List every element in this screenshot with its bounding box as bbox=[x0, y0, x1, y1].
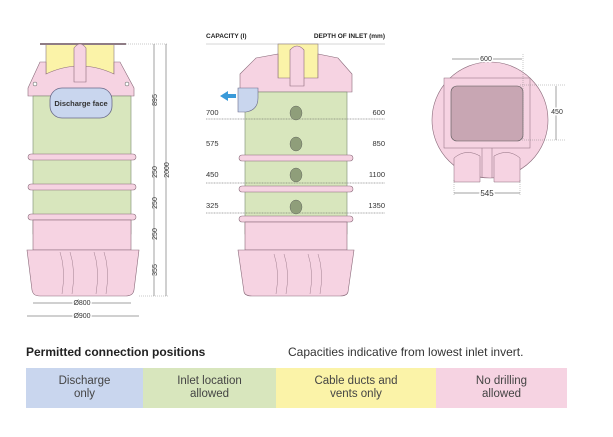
row-depth: 1350 bbox=[368, 201, 385, 210]
inlet-row: 575 850 bbox=[206, 136, 385, 152]
side-base bbox=[26, 249, 140, 297]
dim-total-height: 2000 bbox=[164, 162, 171, 178]
legend-label-line2: allowed bbox=[189, 388, 229, 400]
dim-ring-1: 250 bbox=[152, 166, 159, 178]
legend-label-line1: Discharge bbox=[58, 375, 111, 387]
row-capacity: 450 bbox=[206, 170, 219, 179]
row-depth: 850 bbox=[372, 139, 385, 148]
discharge-arrow-icon bbox=[220, 91, 236, 101]
section-discharge-outlet bbox=[237, 87, 259, 113]
plan-width-label: 600 bbox=[480, 56, 492, 63]
discharge-face bbox=[49, 87, 113, 119]
inlet-row: 450 1100 bbox=[206, 167, 385, 184]
row-depth: 600 bbox=[372, 108, 385, 117]
depth-header: DEPTH OF INLET (mm) bbox=[314, 33, 385, 40]
plan-lid bbox=[450, 85, 524, 142]
plan-base-width-label: 545 bbox=[480, 189, 494, 198]
section-view: CAPACITY (l) DEPTH OF INLET (mm) 700 600… bbox=[206, 33, 385, 297]
side-ring-3 bbox=[27, 213, 137, 221]
side-ring-2 bbox=[27, 183, 137, 191]
discharge-face-label: Discharge face bbox=[54, 99, 107, 108]
inlet-row: 700 600 bbox=[206, 105, 385, 121]
legend-title: Permitted connection positions bbox=[26, 345, 206, 359]
capacity-header: CAPACITY (l) bbox=[206, 33, 247, 40]
inlet-knockout bbox=[289, 136, 303, 152]
inlet-row: 325 1350 bbox=[206, 199, 385, 215]
side-view: Discharge face 895 250 250 250 355 2000 … bbox=[26, 43, 171, 322]
legend-label-line1: Inlet location bbox=[177, 375, 242, 387]
legend-label-line1: No drilling bbox=[475, 375, 528, 387]
dim-inner-diameter: Ø800 bbox=[73, 300, 90, 307]
section-base bbox=[237, 249, 355, 297]
legend-label-line2: allowed bbox=[481, 388, 521, 400]
legend-label-line1: Cable ducts and bbox=[314, 375, 398, 387]
side-nodrill-lower bbox=[32, 219, 132, 251]
row-capacity: 325 bbox=[206, 201, 219, 210]
plan-depth-label: 450 bbox=[551, 109, 563, 116]
legend-label-line2: vents only bbox=[330, 388, 382, 400]
row-capacity: 700 bbox=[206, 108, 219, 117]
dim-outer-diameter: Ø900 bbox=[73, 313, 90, 320]
side-inlet-zone bbox=[32, 95, 132, 235]
dim-ring-3: 250 bbox=[152, 228, 159, 240]
side-ring-1 bbox=[27, 153, 137, 161]
dim-top-section: 895 bbox=[152, 94, 159, 106]
dim-base: 355 bbox=[152, 264, 159, 276]
inlet-knockout bbox=[289, 199, 303, 215]
legend-label-line2: only bbox=[73, 388, 96, 400]
row-depth: 1100 bbox=[369, 170, 385, 179]
row-capacity: 575 bbox=[206, 139, 219, 148]
plan-view: 600 450 545 bbox=[431, 54, 565, 200]
dim-ring-2: 250 bbox=[152, 197, 159, 209]
inlet-knockout bbox=[289, 167, 303, 183]
inlet-knockout bbox=[289, 105, 303, 121]
capacity-note: Capacities indicative from lowest inlet … bbox=[288, 345, 524, 359]
